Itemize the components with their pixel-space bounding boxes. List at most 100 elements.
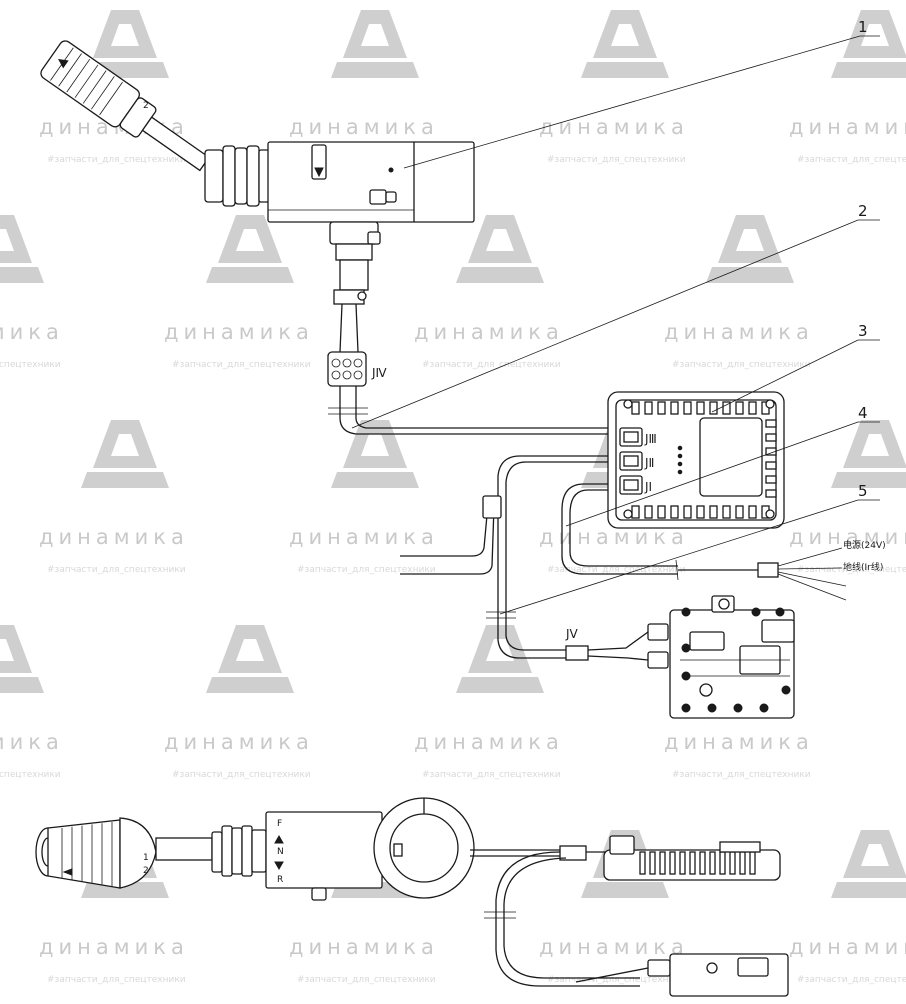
watermark-word: динамика (539, 935, 689, 959)
callout-2: 2 (858, 202, 868, 220)
wire-label-power: 电源(24V) (843, 539, 886, 551)
watermark-logo-icon (843, 830, 906, 878)
watermark-tagline: #запчасти_для_спецтехники (422, 770, 561, 780)
watermark-logo-icon (93, 420, 157, 468)
watermark-tagline: #запчасти_для_спецтехники (672, 770, 811, 780)
watermark-tile: динамика #запчасти_для_спецтехники (414, 625, 564, 780)
connector-label-j4: JⅣ (371, 366, 387, 380)
watermark-tagline: #запчасти_для_спецтехники (0, 360, 61, 370)
direction-mark-f: F (277, 819, 282, 829)
watermark-gear-icon (706, 267, 794, 283)
lever-switch-side-view: 1 2 F N R (35, 797, 789, 997)
watermark-logo-icon (0, 215, 32, 263)
watermark-gear-icon (81, 472, 169, 488)
watermark-tagline: #запчасти_для_спецтехники (0, 770, 61, 780)
watermark-word: динамика (539, 525, 689, 549)
watermark-tagline: #запчасти_для_спецтехники (797, 155, 906, 165)
connector-label-j2: JⅡ (644, 456, 654, 470)
watermark-tagline: #запчасти_для_спецтехники (547, 975, 686, 985)
watermark-tile: динамика #запчасти_для_спецтехники (164, 625, 314, 780)
controller-side-fins (639, 851, 756, 875)
watermark-logo-icon (843, 10, 906, 58)
watermark-gear-icon (331, 472, 419, 488)
lever-mark-2-bottom: 2 (143, 866, 149, 876)
callout-3: 3 (858, 322, 868, 340)
watermark-logo-icon (843, 420, 906, 468)
watermark-gear-icon (456, 677, 544, 693)
watermark-tile: динамика #запчасти_для_спецтехники (414, 215, 564, 370)
watermark-gear-icon (581, 882, 669, 898)
callout-5: 5 (858, 482, 868, 500)
watermark-tile: динамика #запчасти_для_спецтехники (789, 830, 906, 985)
watermark-tile: динамика#запчасти_для_спецтехники (789, 10, 906, 165)
watermark-logo-icon (343, 420, 407, 468)
watermark-tile: динамика #запчасти_для_спецтехники (0, 215, 64, 370)
watermark-tagline: #запчасти_для_спецтехники (297, 565, 436, 575)
watermark-word: динамика (0, 320, 64, 344)
watermark-gear-icon (831, 62, 906, 78)
watermark-tagline: #запчасти_для_спецтехники (47, 565, 186, 575)
watermark-logo-icon (93, 10, 157, 58)
watermark-word: динамика (39, 525, 189, 549)
watermark-gear-icon (331, 62, 419, 78)
callout-4: 4 (858, 404, 868, 422)
watermark-tile: динамика #запчасти_для_спецтехники (289, 420, 439, 575)
watermark-logo-icon (718, 215, 782, 263)
watermark-word: динамика (414, 320, 564, 344)
watermark-word: динамика (664, 730, 814, 754)
connector-label-j3: JⅢ (644, 432, 657, 446)
controller-unit: JⅢ JⅡ JⅠ (607, 391, 785, 529)
watermark-word: динамика (289, 935, 439, 959)
watermark-word: динамика (789, 935, 906, 959)
watermark-word: динамика (289, 115, 439, 139)
watermark-gear-icon (831, 882, 906, 898)
watermark-gear-icon (0, 267, 44, 283)
valve-block (669, 595, 795, 719)
watermark-word: динамика (164, 730, 314, 754)
watermark-gear-icon (831, 472, 906, 488)
watermark-logo-icon (218, 215, 282, 263)
watermark-logo-icon (343, 10, 407, 58)
watermark-tile: динамика#запчасти_для_спецтехники (539, 10, 686, 165)
lever-mark-2: 2 (143, 101, 149, 111)
watermark-tagline: #запчасти_для_спецтехники (797, 975, 906, 985)
valve-bolts (681, 607, 791, 713)
watermark-gear-icon (206, 267, 294, 283)
watermark-tagline: #запчасти_для_спецтехники (547, 565, 686, 575)
watermark-logo-icon (468, 625, 532, 673)
watermark-tile: динамика #запчасти_для_спецтехники (0, 625, 64, 780)
main-harness: 电源(24V) 地线(Ir线) JV (328, 386, 886, 669)
watermark-gear-icon (206, 677, 294, 693)
direction-mark-n: N (277, 847, 284, 857)
callout-leaders: 1 2 3 4 5 (351, 18, 880, 615)
watermark-gear-icon (81, 882, 169, 898)
watermark-logo-icon (468, 215, 532, 263)
watermark-word: динамика (414, 730, 564, 754)
watermark-tile: динамика#запчасти_для_спецтехники (164, 215, 314, 370)
watermark-gear-icon (0, 677, 44, 693)
watermark-tagline: #запчасти_для_спецтехники (672, 360, 811, 370)
connector-label-j5: JV (565, 627, 579, 641)
watermark-logo-icon (218, 625, 282, 673)
watermark-word: динамика (0, 730, 64, 754)
watermark-tagline: #запчасти_для_спецтехники (47, 155, 186, 165)
watermark-word: динамика (664, 320, 814, 344)
watermark-tagline: #запчасти_для_спецтехники (172, 770, 311, 780)
direction-mark-r: R (277, 875, 283, 885)
watermark-word: динамика (164, 320, 314, 344)
connector-label-j1: JⅠ (644, 480, 652, 494)
watermark-tile: динамика #запчасти_для_спецтехники (664, 215, 814, 370)
wire-label-ground: 地线(Ir线) (843, 561, 883, 573)
watermark-word: динамика (39, 935, 189, 959)
watermark-tagline: #запчасти_для_спецтехники (547, 155, 686, 165)
callout-1: 1 (858, 18, 868, 36)
watermark-tagline: #запчасти_для_спецтехники (297, 975, 436, 985)
controller-fins (631, 401, 777, 519)
watermark-tagline: #запчасти_для_спецтехники (422, 360, 561, 370)
watermark-word: динамика (289, 525, 439, 549)
watermark-tagline: #запчасти_для_спецтехники (47, 975, 186, 985)
lever-mark-1: 1 (143, 853, 149, 863)
watermark-gear-icon (456, 267, 544, 283)
